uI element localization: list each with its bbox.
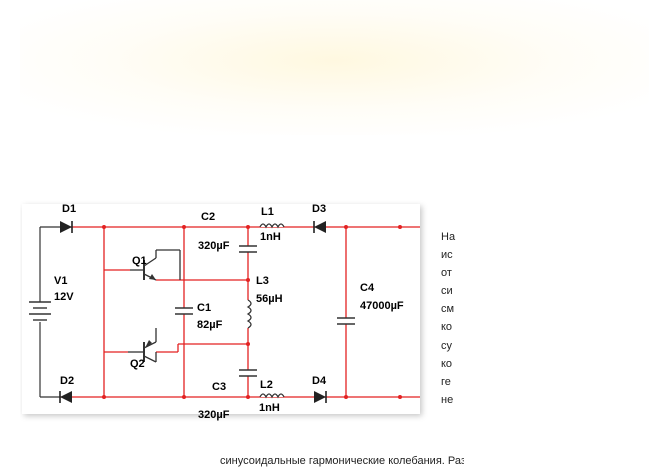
label-c3-value: 320µF — [198, 409, 230, 421]
circuit-diagram: D1 D2 D3 D4 V1 12V Q1 Q2 C1 82µF C2 320µ… — [22, 203, 420, 421]
label-l3-value: 56µH — [256, 293, 283, 305]
label-c4: C4 — [360, 282, 375, 294]
label-l1-value: 1nH — [260, 231, 281, 243]
text-line: су — [441, 339, 452, 352]
diode-d4 — [314, 391, 327, 403]
label-l1: L1 — [261, 206, 274, 218]
battery-v1 — [29, 226, 60, 398]
capacitor-c4 — [336, 317, 356, 325]
label-c1-value: 82µF — [197, 319, 223, 331]
capacitor-c3 — [238, 369, 258, 377]
circuit-shadow-panel — [22, 204, 420, 414]
diode-d1 — [60, 221, 73, 233]
label-d2: D2 — [60, 375, 74, 387]
label-d3: D3 — [312, 203, 326, 215]
label-d4: D4 — [312, 375, 327, 387]
text-line: ко — [441, 357, 453, 370]
label-c2: C2 — [201, 211, 215, 223]
transistor-q2 — [128, 328, 157, 363]
text-line: ге — [441, 375, 451, 388]
text-line: ко — [441, 321, 453, 334]
text-line: ис — [441, 249, 453, 262]
right-text-column: На ис от си см ко су ко ге не — [441, 228, 471, 409]
circuit-nodes — [102, 225, 402, 399]
label-v1-value: 12V — [54, 291, 74, 303]
label-l2: L2 — [260, 379, 273, 391]
label-c1: C1 — [197, 302, 211, 314]
label-l2-value: 1nH — [259, 402, 280, 414]
label-d1: D1 — [62, 203, 76, 215]
label-l3: L3 — [256, 275, 269, 287]
capacitor-c2 — [238, 245, 258, 253]
capacitor-c1 — [174, 307, 194, 315]
text-line: от — [441, 267, 452, 280]
label-c4-value: 47000µF — [360, 300, 404, 312]
header-glow-background — [20, 0, 649, 135]
label-q1: Q1 — [132, 255, 147, 267]
inductor-l2 — [259, 393, 285, 399]
text-line: си — [441, 285, 453, 298]
label-c2-value: 320µF — [198, 240, 230, 252]
diode-d3 — [313, 221, 326, 233]
inductor-l3 — [246, 299, 252, 329]
text-line: см — [441, 303, 455, 316]
diode-d2 — [59, 391, 72, 403]
label-q2: Q2 — [130, 358, 145, 370]
label-v1: V1 — [54, 275, 67, 287]
label-c3: C3 — [212, 381, 226, 393]
circuit-wires — [60, 226, 420, 398]
text-line: не — [441, 393, 454, 406]
inductor-l1 — [259, 223, 285, 229]
transistor-q1 — [130, 249, 181, 281]
text-line: На — [441, 231, 456, 243]
bottom-text-line: синусоидальные гармонические колебания. … — [220, 455, 464, 467]
